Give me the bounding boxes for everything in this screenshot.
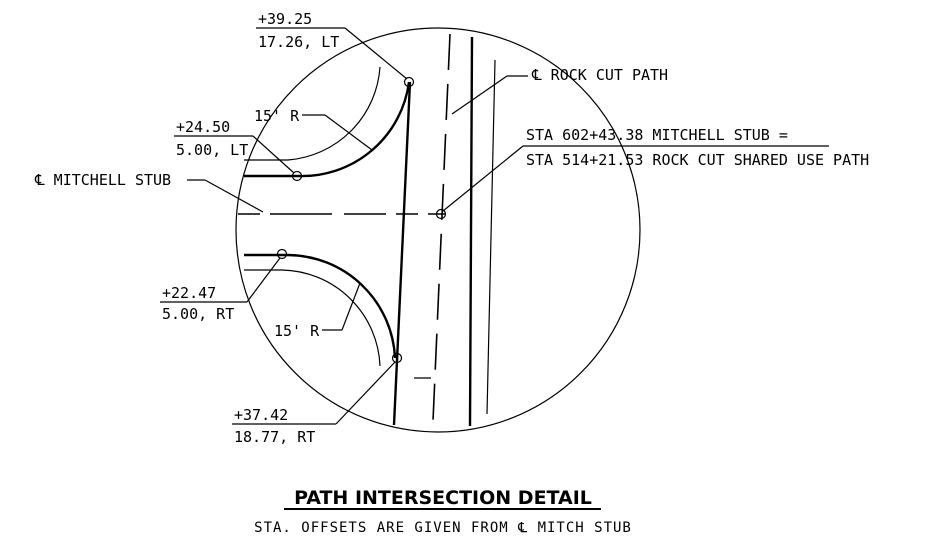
station-equation-line2: STA 514+21.53 ROCK CUT SHARED USE PATH [526,151,869,169]
leader-nw [344,27,408,80]
path-edge-left [392,81,412,426]
point-center [435,208,447,220]
leader-radius-top-2 [324,114,373,151]
point-nw [403,76,415,88]
callout-sw-offset: 5.00, RT [162,305,234,323]
leader-w [252,135,295,174]
south-return-inner [244,253,397,359]
point-w [291,170,303,182]
south-return-outer [244,269,381,367]
callout-nw-offset: 17.26, LT [258,33,339,51]
detail-note: STA. OFFSETS ARE GIVEN FROM ℄ MITCH STUB [254,520,632,536]
point-sw [276,248,288,260]
leader-radius-bottom-2 [341,282,361,331]
path-edge-right [468,36,474,427]
callout-sw-station: +22.47 [162,284,216,302]
callout-w-offset: 5.00, LT [176,141,248,159]
callout-s-station: +37.42 [234,406,288,424]
callout-nw-station: +39.25 [258,10,312,28]
rock-cut-path-label: ℄ ROCK CUT PATH [531,66,668,84]
leader-sw [246,257,281,303]
leader-mitchell-2 [204,179,264,213]
point-s [391,352,403,364]
north-return-inner [244,81,411,178]
mitchell-stub-label: ℄ MITCHELL STUB [34,171,171,189]
path-centerline [432,33,451,422]
leader-rock-cut-2 [451,75,508,115]
radius-bottom-label: 15' R [274,322,320,340]
detail-title: PATH INTERSECTION DETAIL [294,487,592,509]
detail-boundary-circle [235,27,641,433]
path-shoulder-right [486,59,496,415]
station-equation-line1: STA 602+43.38 MITCHELL STUB = [526,126,788,144]
north-return-outer [244,66,381,161]
callout-s-offset: 18.77, RT [234,428,315,446]
leader-s [335,361,396,425]
leader-equation [442,145,524,212]
radius-top-label: 15' R [254,107,300,125]
callout-w-station: +24.50 [176,118,230,136]
